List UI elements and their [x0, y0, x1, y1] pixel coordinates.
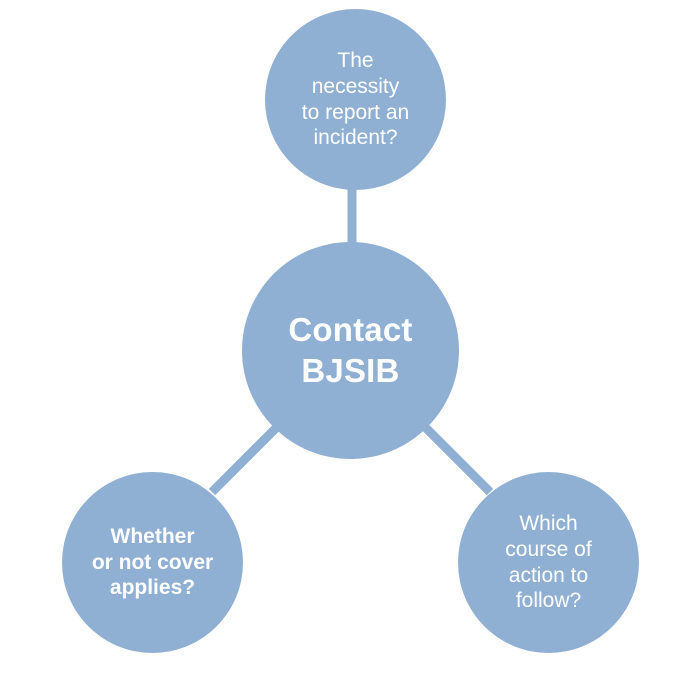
node-label-whether-cover-applies: Whether or not cover applies?	[91, 525, 214, 600]
node-label-course-of-action: Which course of action to follow?	[505, 512, 592, 613]
node-necessity-to-report[interactable]: The necessity to report an incident?	[265, 9, 446, 190]
node-label-necessity-to-report: The necessity to report an incident?	[301, 49, 410, 150]
node-course-of-action[interactable]: Which course of action to follow?	[458, 472, 639, 653]
node-label-contact-bjsib: Contact BJSIB	[288, 311, 413, 389]
connector-center-to-bottom-left	[208, 414, 290, 496]
node-whether-cover-applies[interactable]: Whether or not cover applies?	[62, 472, 243, 653]
connector-center-to-bottom-right	[412, 414, 494, 496]
node-contact-bjsib[interactable]: Contact BJSIB	[242, 242, 459, 459]
